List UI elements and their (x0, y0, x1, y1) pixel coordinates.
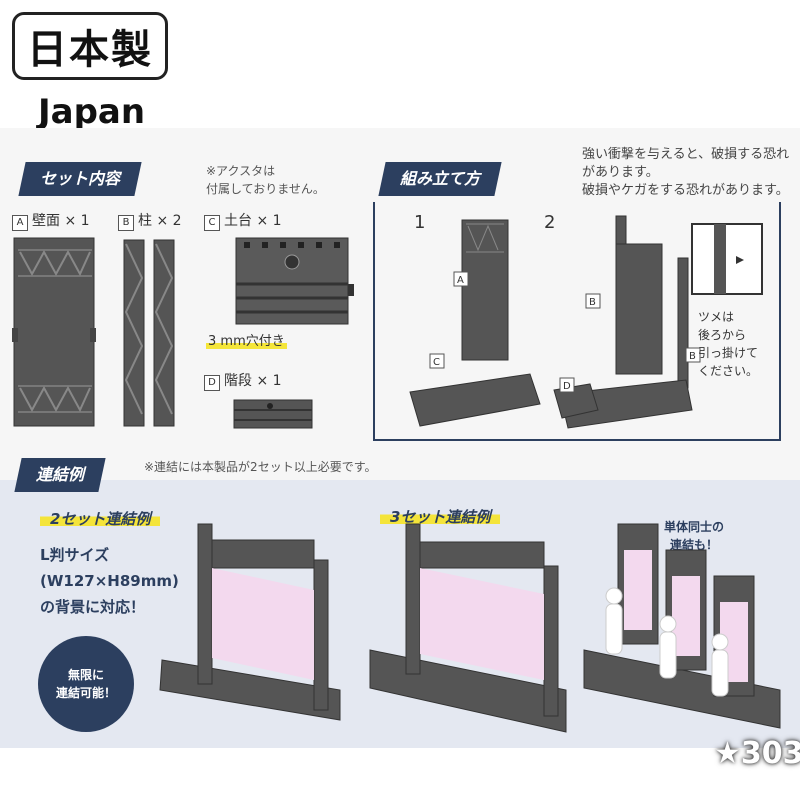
step-2-number: 2 (544, 212, 556, 233)
warning-text: 強い衝撃を与えると、破損する恐れがあります。 破損やケガをする恐れがあります。 (582, 147, 790, 198)
stairs-illustration (233, 399, 313, 429)
tab-instruction: ツメは 後ろから 引っ掛けて ください。 (698, 310, 759, 378)
person-silhouette-icon (605, 587, 729, 697)
two-set-illustration (159, 523, 341, 721)
star-icon: ★ (714, 736, 741, 771)
assembly-frame (373, 202, 781, 441)
hole-note: 3 mm穴付き (206, 334, 287, 349)
acrylic-note: ※アクスタは 付属しておりません。 (206, 164, 325, 196)
svg-text:B: B (589, 297, 596, 308)
made-in-japan-badge: 日本製 (12, 12, 168, 80)
wall-panel-illustration (12, 237, 96, 427)
two-set-label: 2セット連結例 (40, 508, 161, 529)
connection-note: ※連結には本製品が2セット以上必要です。 (144, 460, 377, 474)
single-connection-text: 単体同士の 連結も！ (664, 520, 725, 552)
japan-label: Japan (38, 92, 146, 132)
connection-title: 連結例 (14, 458, 106, 492)
step-1-number: 1 (414, 212, 426, 233)
l-size-text: L判サイズ (W127×H89mm) の背景に対応！ (40, 546, 179, 616)
svg-text:C: C (433, 357, 440, 368)
assembly-illustration: A C B B D (409, 215, 763, 429)
set-contents-title: セット内容 (18, 162, 142, 196)
assembly-title: 組み立て方 (378, 162, 502, 196)
svg-text:D: D (563, 381, 571, 392)
base-illustration (235, 237, 354, 325)
svg-text:A: A (457, 275, 464, 286)
three-set-illustration (369, 523, 567, 733)
watermark-logo: ★303 (714, 736, 800, 771)
pillar-illustration (123, 239, 175, 427)
unlimited-badge: 無限に 連結可能！ (38, 636, 134, 732)
single-set-illustration (583, 523, 781, 729)
svg-text:B: B (689, 351, 696, 362)
three-set-label: 3セット連結例 (380, 506, 501, 527)
